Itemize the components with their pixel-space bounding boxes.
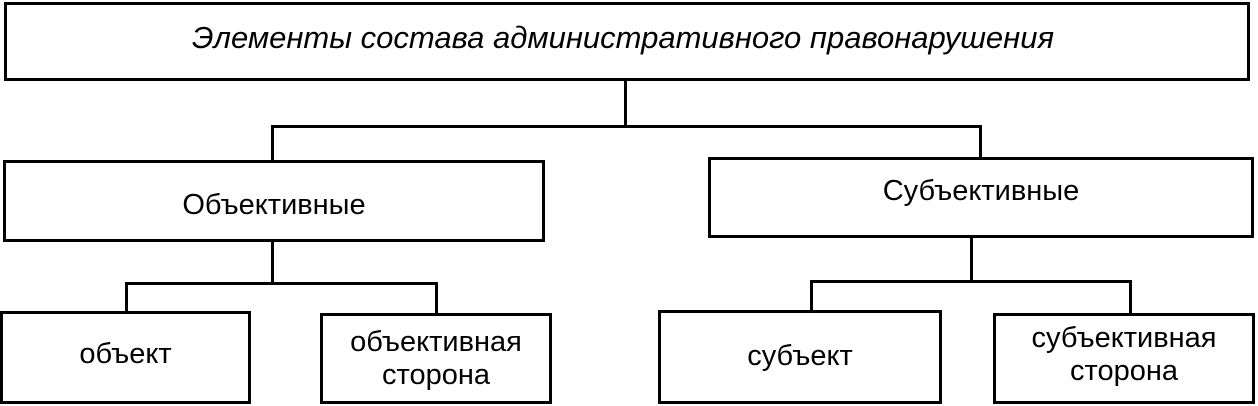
connector-to-subject [810, 280, 813, 312]
node-objective: Объективные [3, 160, 545, 242]
connector-root-down [624, 81, 627, 127]
connector-to-object [125, 282, 128, 313]
node-subject: субъект [658, 310, 942, 404]
node-object: объект [0, 311, 251, 404]
connector-to-left [271, 125, 274, 162]
connector-level2-horizontal [271, 125, 982, 128]
connector-left-down [271, 242, 274, 284]
node-subjective-side-label: субъективная сторона [1031, 322, 1217, 387]
connector-right-down [970, 238, 973, 283]
node-object-label: объект [79, 338, 172, 371]
connector-right-horizontal [810, 280, 1132, 283]
connector-to-objective-side [435, 282, 438, 315]
root-label: Элементы состава административного право… [191, 20, 1055, 56]
node-subjective: Субъективные [708, 157, 1254, 238]
node-subjective-side: субъективная сторона [993, 313, 1255, 404]
connector-to-subjective-side [1129, 280, 1132, 315]
node-subject-label: субъект [747, 339, 853, 372]
node-objective-side: объективная сторона [320, 313, 552, 404]
node-objective-side-label: объективная сторона [350, 326, 522, 391]
connector-left-horizontal [125, 282, 438, 285]
node-subjective-label: Субъективные [882, 175, 1080, 208]
connector-to-right [979, 125, 982, 159]
node-objective-label: Объективные [182, 188, 366, 221]
root-node: Элементы состава административного право… [4, 2, 1250, 81]
